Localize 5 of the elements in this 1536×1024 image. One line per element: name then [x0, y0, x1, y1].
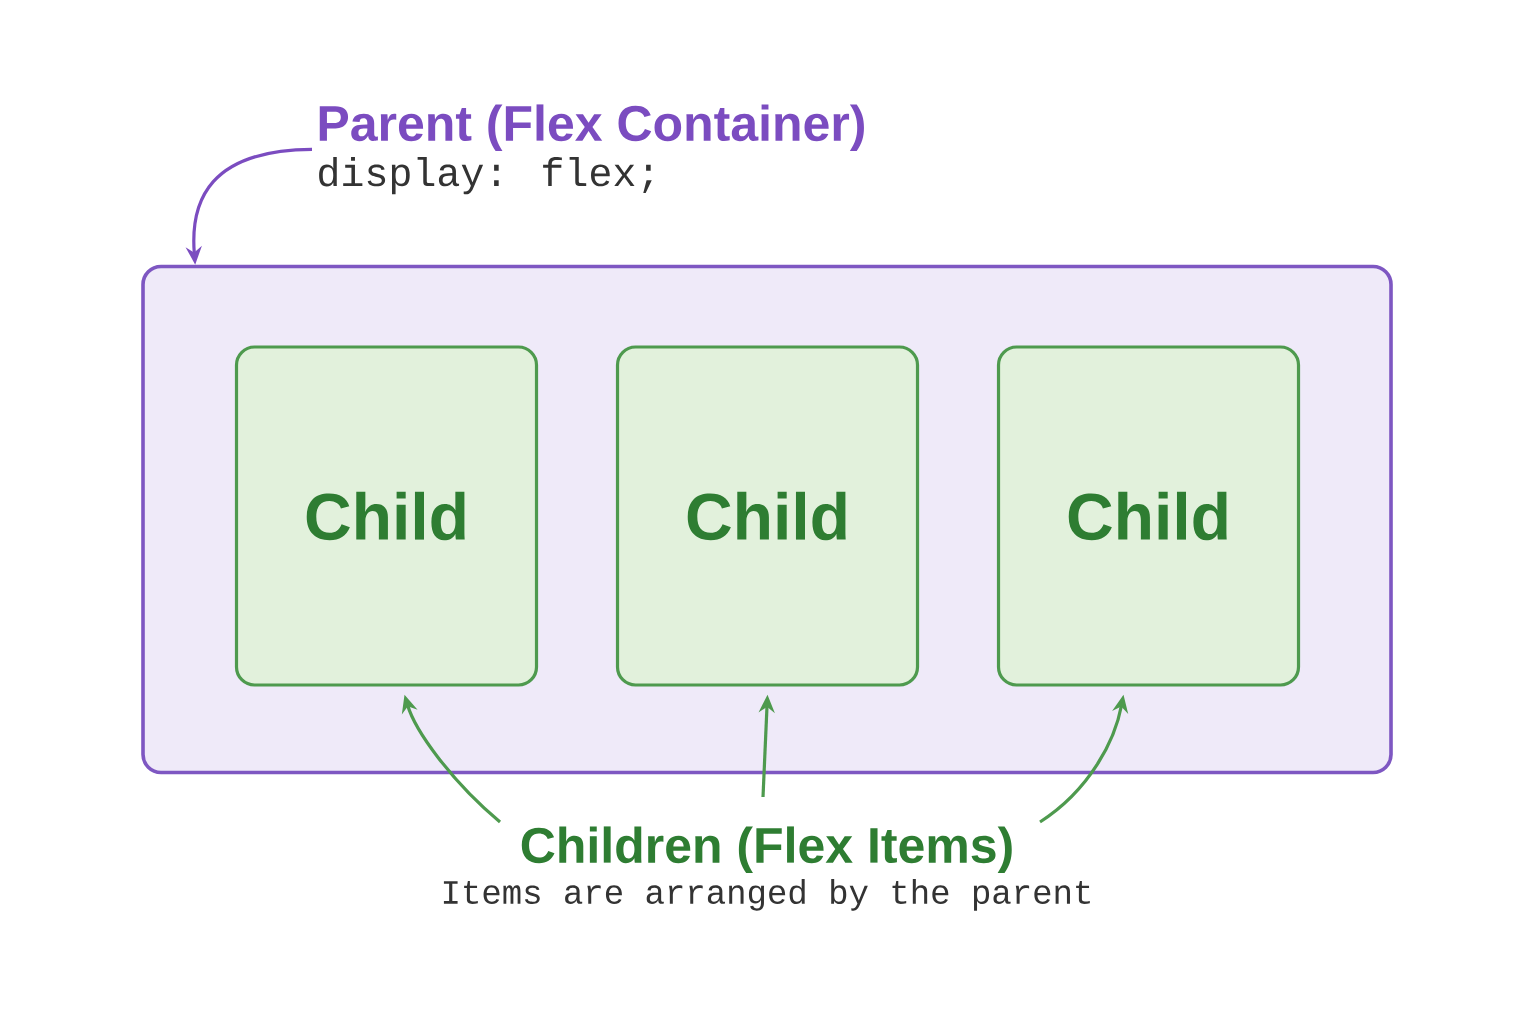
child-box: Child [234, 345, 539, 687]
annotation-text: Children (Flex Items) Items are arranged by the parent [443, 826, 1090, 911]
child-box: Child [615, 345, 920, 687]
child-box: Child [996, 345, 1301, 687]
annotation-text: Parent (Flex Container) display: flex; [319, 104, 864, 195]
